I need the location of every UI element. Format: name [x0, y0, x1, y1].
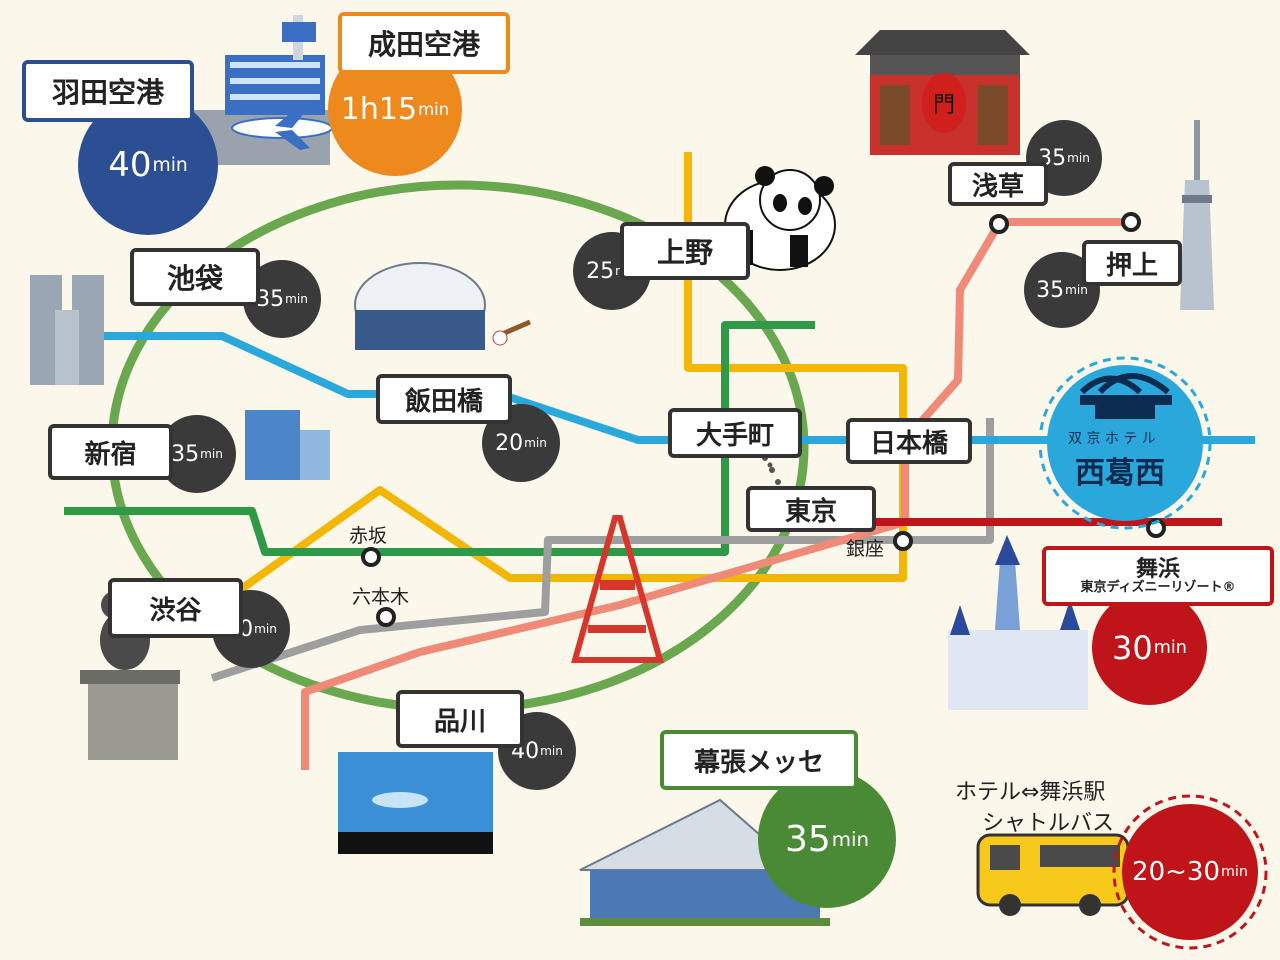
- makuhari-unit: min: [831, 827, 870, 851]
- asakusa-dot: [989, 214, 1009, 234]
- tokyo-name: 東京: [784, 496, 837, 527]
- narita-unit: min: [418, 99, 450, 119]
- ikebukuro-time: 35: [256, 286, 285, 312]
- haneda-name: 羽田空港: [51, 76, 164, 109]
- narita-time: 1h15: [340, 91, 418, 127]
- shuttle-unit: min: [1220, 864, 1248, 880]
- ginza-name: 銀座: [846, 538, 885, 560]
- oshiage-dot: [1121, 212, 1141, 232]
- shibuya-label[interactable]: 渋谷: [108, 578, 243, 638]
- castle-illustration: [948, 535, 1088, 710]
- nihonbashi-label[interactable]: 日本橋: [846, 418, 972, 464]
- shibuya-unit: min: [254, 622, 277, 636]
- asakusa-name: 浅草: [971, 171, 1024, 202]
- hotel-logo-icon: [1079, 373, 1172, 419]
- makuhari-label[interactable]: 幕張メッセ: [660, 730, 858, 790]
- maihama-sub: 東京ディズニーリゾート®: [1080, 579, 1236, 595]
- iidabashi-label[interactable]: 飯田橋: [376, 374, 512, 424]
- shinjuku-unit: min: [200, 447, 223, 461]
- haneda-time: 40: [108, 145, 152, 185]
- asakusa-unit: min: [1067, 151, 1090, 165]
- oshiage-time: 35: [1036, 277, 1065, 303]
- office-buildings-illustration: [245, 410, 330, 480]
- iidabashi-name: 飯田橋: [404, 386, 483, 417]
- nihonbashi-name: 日本橋: [869, 428, 948, 459]
- tokyo-tower-illustration: [571, 515, 664, 663]
- oshiage-name: 押上: [1105, 250, 1158, 281]
- narita-name: 成田空港: [367, 28, 480, 61]
- shinjuku-label[interactable]: 新宿: [48, 424, 173, 480]
- shuttle-line1: ホテル⇔舞浜駅: [955, 780, 1106, 805]
- ikebukuro-label[interactable]: 池袋: [130, 248, 260, 306]
- makuhari-name: 幕張メッセ: [693, 747, 824, 778]
- haneda-unit: min: [152, 154, 188, 176]
- shinjuku-name: 新宿: [84, 439, 137, 470]
- shuttle-bus-illustration: [976, 833, 1130, 916]
- hotel-name[interactable]: 西葛西: [1075, 456, 1165, 491]
- shuttle-dashed-ring: [1112, 794, 1268, 950]
- oshiage-unit: min: [1065, 283, 1088, 297]
- ikebukuro-name: 池袋: [166, 262, 223, 295]
- tokyo-dome-illustration: [354, 262, 531, 350]
- svg-text:門: 門: [933, 93, 955, 118]
- ueno-name: 上野: [656, 236, 713, 269]
- transfer-dots: [762, 455, 781, 485]
- shuttle-line2: シャトルバス: [982, 811, 1115, 836]
- maihama-label[interactable]: 舞浜 東京ディズニーリゾート®: [1042, 546, 1274, 606]
- ikebukuro-unit: min: [285, 292, 308, 306]
- hotel-dashed-ring: [1038, 356, 1212, 530]
- tocho-illustration: [30, 275, 104, 385]
- iidabashi-time: 20: [495, 430, 524, 456]
- shinagawa-unit: min: [540, 744, 563, 758]
- roppongi-name: 六本木: [352, 586, 410, 608]
- roppongi-dot: [376, 607, 396, 627]
- makuhari-time: 35: [784, 818, 831, 860]
- akasaka-dot: [361, 547, 381, 567]
- ueno-label[interactable]: 上野: [620, 222, 750, 280]
- ginza-dot: [893, 531, 913, 551]
- haneda-label[interactable]: 羽田空港: [22, 60, 194, 122]
- maihama-name: 舞浜: [1135, 556, 1180, 582]
- maihama-unit: min: [1153, 637, 1187, 658]
- maihama-time: 30: [1112, 628, 1153, 667]
- shinagawa-label[interactable]: 品川: [396, 690, 524, 748]
- salmon-line: [301, 218, 1128, 770]
- shuttle-time: 20~30: [1132, 857, 1220, 887]
- hotel-small-name: 双 京 ホ テ ル: [1068, 431, 1156, 447]
- aquarium-illustration: [338, 752, 493, 854]
- akasaka-name: 赤坂: [349, 525, 388, 547]
- ueno-time: 25: [586, 258, 615, 284]
- oshiage-label[interactable]: 押上: [1082, 240, 1182, 286]
- narita-label[interactable]: 成田空港: [338, 12, 510, 74]
- skytree-illustration: [1180, 120, 1214, 310]
- yellow-line: [237, 152, 907, 594]
- shinagawa-name: 品川: [433, 706, 486, 737]
- otemachi-name: 大手町: [695, 420, 774, 451]
- airport-illustration: [185, 15, 333, 165]
- shinjuku-time: 35: [171, 441, 200, 467]
- kaminarimon-illustration: 門: [855, 30, 1030, 155]
- asakusa-label[interactable]: 浅草: [948, 162, 1048, 206]
- tokyo-label[interactable]: 東京: [746, 486, 876, 532]
- iidabashi-unit: min: [524, 436, 547, 450]
- shibuya-name: 渋谷: [149, 595, 202, 626]
- otemachi-label[interactable]: 大手町: [668, 408, 802, 458]
- green-line: [64, 321, 815, 556]
